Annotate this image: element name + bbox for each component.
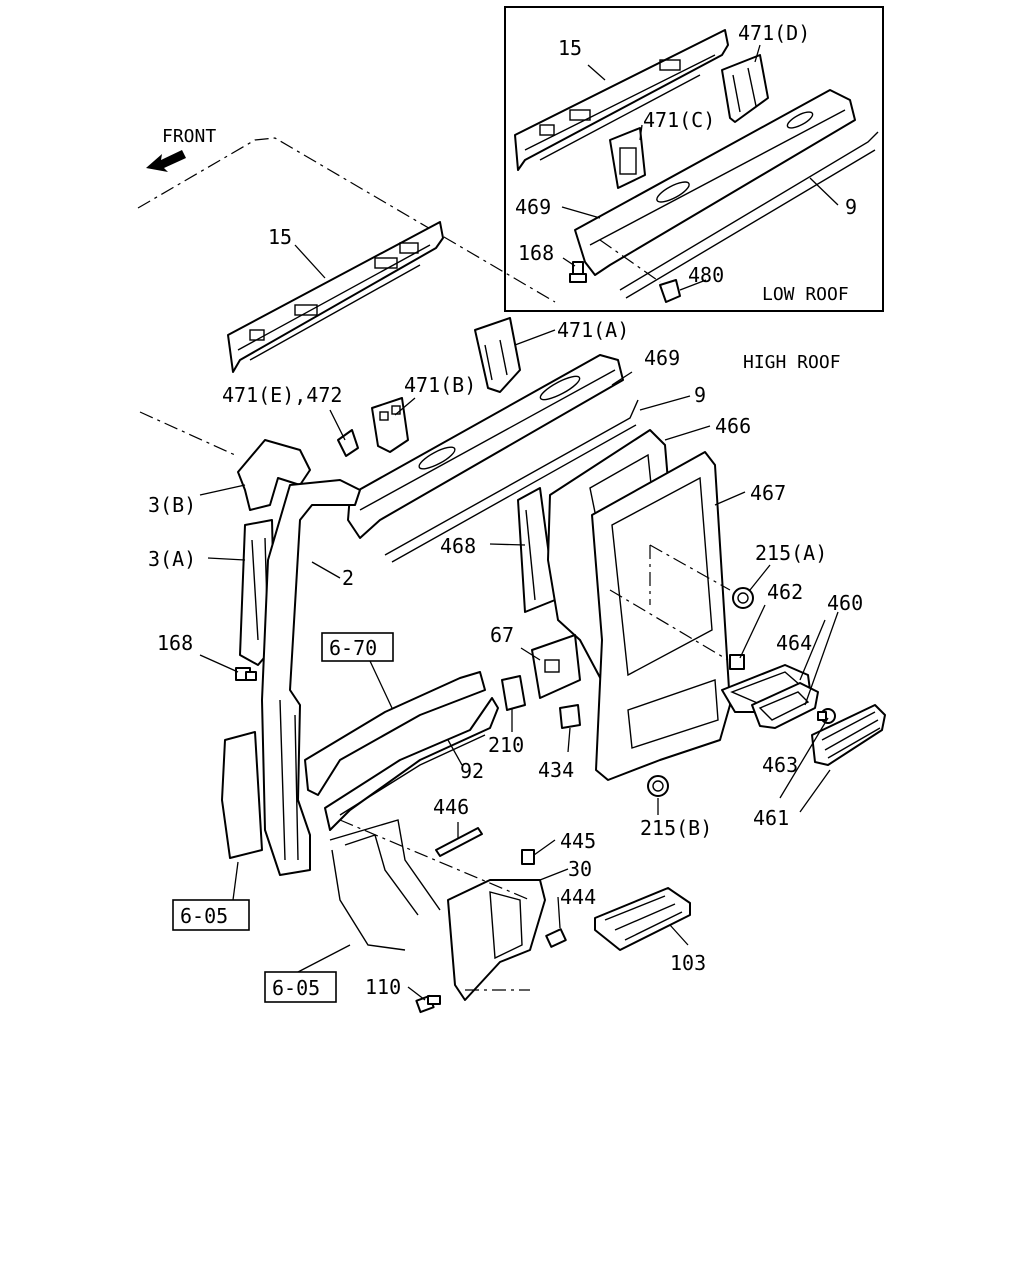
label-3b: 3(B) — [148, 493, 196, 517]
bolt-110 — [415, 994, 441, 1014]
high-roof-label: HIGH ROOF — [743, 352, 841, 373]
screw-463 — [817, 708, 836, 724]
pillar-2 — [261, 479, 361, 876]
bracket-471b — [371, 397, 409, 453]
label-67: 67 — [490, 623, 514, 647]
step-bracket-30 — [447, 879, 546, 1001]
label-15-inset: 15 — [558, 36, 582, 60]
ref-6-05-a-text: 6-05 — [180, 904, 228, 928]
label-9: 9 — [694, 383, 706, 407]
wheel-arch-6-05-b — [329, 819, 441, 951]
roof-panel-469-inset — [574, 89, 856, 276]
roof-outline — [137, 137, 556, 303]
ref-box-6-05-b[interactable]: 6-05 — [264, 971, 337, 1003]
clip-434 — [559, 704, 581, 729]
ref-box-6-70[interactable]: 6-70 — [321, 632, 394, 662]
label-168: 168 — [157, 631, 193, 655]
label-471d: 471(D) — [738, 21, 810, 45]
clip-462 — [729, 654, 745, 670]
low-roof-caption: LOW ROOF — [762, 284, 849, 305]
label-462: 462 — [767, 580, 803, 604]
label-92: 92 — [460, 759, 484, 783]
strip-9 — [384, 399, 639, 563]
label-464: 464 — [776, 631, 812, 655]
label-471e-472: 471(E),472 — [222, 383, 342, 407]
label-471a: 471(A) — [557, 318, 629, 342]
label-480: 480 — [688, 263, 724, 287]
label-30: 30 — [568, 857, 592, 881]
label-469-inset: 469 — [515, 195, 551, 219]
label-168-inset: 168 — [518, 241, 554, 265]
front-arrow-icon — [146, 150, 186, 172]
bracket-471a — [474, 317, 521, 393]
label-15: 15 — [268, 225, 292, 249]
bracket-471e-472 — [337, 429, 359, 457]
label-469: 469 — [644, 346, 680, 370]
clip-480 — [659, 279, 681, 303]
label-9-inset: 9 — [845, 195, 857, 219]
label-2: 2 — [342, 566, 354, 590]
label-460: 460 — [827, 591, 863, 615]
label-471c: 471(C) — [643, 108, 715, 132]
front-arrow: FRONT — [146, 126, 216, 172]
corner-3b — [237, 439, 311, 511]
label-434: 434 — [538, 758, 574, 782]
member-6-70 — [304, 671, 486, 796]
label-468: 468 — [440, 534, 476, 558]
door-panel-467 — [591, 451, 731, 781]
labels: 15 471(A) 469 471(E),472 471(B) 9 466 46… — [148, 225, 863, 999]
clip-210 — [501, 675, 526, 711]
clip-445 — [521, 849, 535, 865]
step-103 — [594, 887, 691, 951]
roof-panel-469 — [347, 354, 624, 539]
plate-67 — [531, 634, 581, 699]
roof-rail-15 — [227, 221, 444, 373]
label-215a: 215(A) — [755, 541, 827, 565]
bolt-168 — [235, 667, 257, 681]
label-445: 445 — [560, 829, 596, 853]
rod-446 — [435, 827, 483, 857]
label-461: 461 — [753, 806, 789, 830]
label-210: 210 — [488, 733, 524, 757]
low-roof-inset: 15 471(D) 471(C) 469 9 168 480 LOW ROOF — [504, 6, 884, 312]
leader-lines — [199, 244, 839, 1001]
roof-rail-15-inset — [514, 29, 729, 171]
label-444: 444 — [560, 885, 596, 909]
front-label: FRONT — [162, 126, 216, 147]
ref-6-05-b-text: 6-05 — [272, 976, 320, 1000]
bolt-168-inset — [569, 261, 587, 283]
ref-box-6-05-a[interactable]: 6-05 — [172, 899, 250, 931]
label-466: 466 — [715, 414, 751, 438]
cover-461 — [811, 704, 886, 766]
label-463: 463 — [762, 753, 798, 777]
label-110: 110 — [365, 975, 401, 999]
label-215b: 215(B) — [640, 816, 712, 840]
label-3a: 3(A) — [148, 547, 196, 571]
ref-6-70-text: 6-70 — [329, 636, 377, 660]
label-467: 467 — [750, 481, 786, 505]
label-103: 103 — [670, 951, 706, 975]
strip-9-inset — [619, 131, 879, 299]
label-446: 446 — [433, 795, 469, 819]
grommet-215a — [732, 587, 754, 609]
grommet-215b — [647, 775, 669, 797]
label-471b: 471(B) — [404, 373, 476, 397]
bolt-444 — [545, 928, 567, 948]
lower-panel-6-05-a — [221, 731, 263, 859]
